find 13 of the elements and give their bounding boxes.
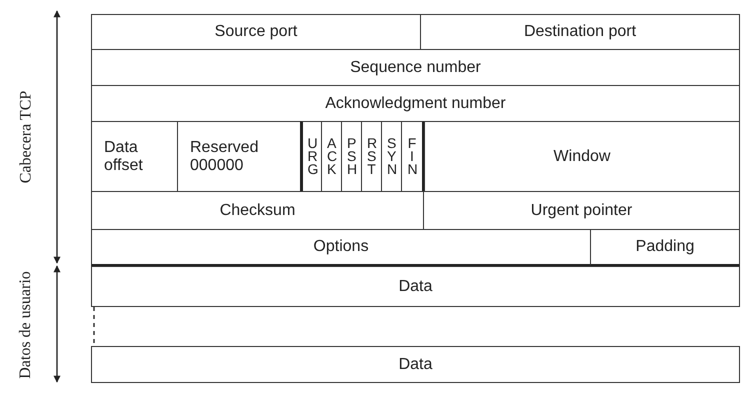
field-box: Data <box>91 266 740 307</box>
field-box: Options <box>91 229 591 267</box>
field-box: Destination port <box>420 14 740 50</box>
field-box: Window <box>424 121 740 192</box>
field-box: Data <box>91 346 740 383</box>
dashed-line <box>93 307 95 346</box>
section-label: Datos de usuario <box>16 271 35 379</box>
field-box: Sequence number <box>91 49 740 86</box>
field-box: Padding <box>590 229 740 267</box>
field-box: Acknowledgment number <box>91 85 740 122</box>
section-label: Cabecera TCP <box>16 90 35 184</box>
field-box: Checksum <box>91 191 424 230</box>
field-box: Source port <box>91 14 421 50</box>
